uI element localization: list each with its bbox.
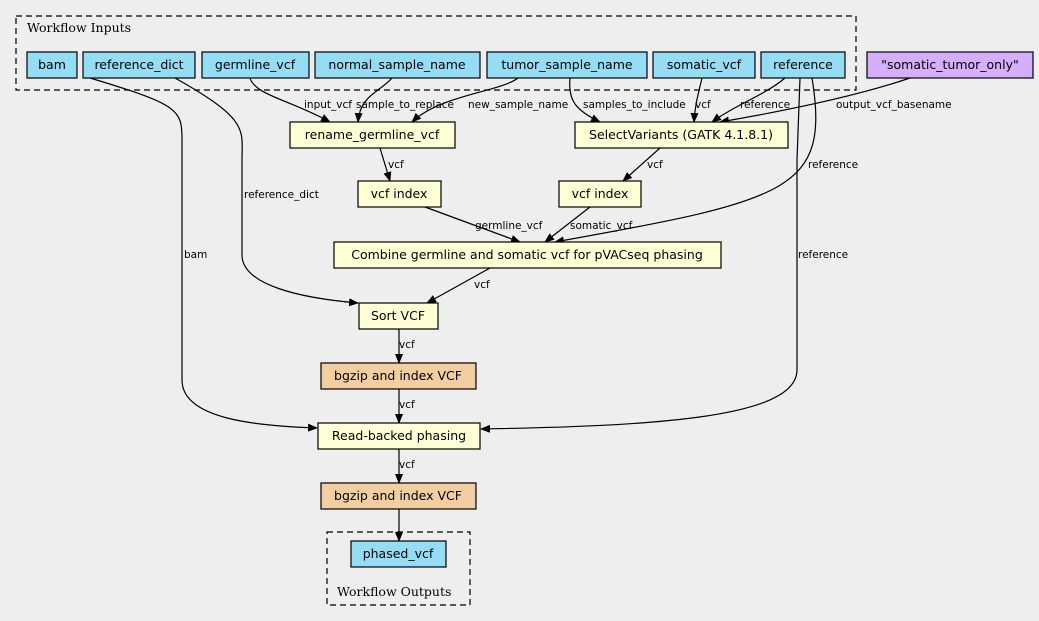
edge-germline-index-to-combine (424, 206, 521, 243)
edge-label-reference-dict: reference_dict (244, 189, 319, 201)
node-sort-vcf[interactable]: Sort VCF (358, 302, 439, 330)
edge-somatic-vcf-to-select (690, 77, 703, 123)
node-reference-dict[interactable]: reference_dict (82, 51, 196, 79)
edge-label-vcf-select-in: vcf (695, 99, 711, 111)
inputs-cluster-label: Workflow Inputs (27, 20, 131, 35)
edge-tumor-sample-to-rename (411, 77, 519, 123)
node-phased-vcf-label: phased_vcf (363, 546, 434, 561)
node-somatic-vcf-label: somatic_vcf (667, 57, 742, 72)
edge-label-input-vcf: input_vcf (304, 99, 352, 111)
node-germline-vcf-label: germline_vcf (215, 57, 296, 72)
edge-select-to-vcf-index (622, 147, 661, 182)
edge-label-vcf-bgzip1-out: vcf (399, 399, 415, 411)
node-normal-sample-name-label: normal_sample_name (328, 57, 466, 72)
node-reference-label: reference (773, 57, 833, 72)
edge-label-vcf-rename-out: vcf (388, 159, 404, 171)
node-vcf-index-germline-label: vcf index (371, 186, 428, 201)
node-read-backed-phasing-label: Read-backed phasing (332, 428, 466, 443)
node-reference[interactable]: reference (760, 51, 846, 79)
node-bgzip-1-label: bgzip and index VCF (334, 368, 462, 383)
node-germline-vcf[interactable]: germline_vcf (201, 51, 310, 79)
edge-label-reference-rbp: reference (798, 249, 848, 261)
node-bam-label: bam (38, 57, 66, 72)
node-somatic-tumor-only-label: "somatic_tumor_only" (881, 57, 1018, 72)
edge-rename-to-vcf-index (379, 147, 392, 182)
edge-somatic-index-to-combine (544, 206, 591, 243)
node-somatic-vcf[interactable]: somatic_vcf (652, 51, 756, 79)
node-select-variants[interactable]: SelectVariants (GATK 4.1.8.1) (574, 121, 789, 149)
edge-label-bam: bam (184, 249, 207, 261)
edge-reference-dict-to-sort (174, 77, 359, 307)
edge-combine-to-sort (426, 267, 491, 304)
node-bgzip-2[interactable]: bgzip and index VCF (320, 482, 477, 510)
edge-label-somatic-vcf: somatic_vcf (570, 220, 633, 232)
edge-label-output-vcf-basename: output_vcf_basename (836, 99, 952, 111)
edge-label-samples-to-include: samples_to_include (583, 99, 686, 111)
node-vcf-index-somatic[interactable]: vcf index (558, 180, 642, 208)
node-bam[interactable]: bam (26, 51, 78, 79)
inputs-cluster: Workflow Inputs (15, 15, 857, 91)
edge-label-sample-to-replace: sample_to_replace (356, 99, 454, 111)
edge-label-germline-vcf: germline_vcf (475, 220, 543, 232)
node-vcf-index-germline[interactable]: vcf index (357, 180, 442, 208)
node-select-variants-label: SelectVariants (GATK 4.1.8.1) (589, 127, 773, 142)
edge-tumor-sample-to-select (569, 77, 601, 123)
node-vcf-index-somatic-label: vcf index (572, 186, 629, 201)
edge-default-to-select (719, 77, 911, 125)
node-bgzip-1[interactable]: bgzip and index VCF (320, 362, 477, 390)
edge-label-vcf-sort-out: vcf (399, 339, 415, 351)
node-read-backed-phasing[interactable]: Read-backed phasing (317, 422, 481, 450)
edge-label-vcf-select-out: vcf (647, 159, 663, 171)
edges (89, 77, 911, 542)
node-somatic-tumor-only[interactable]: "somatic_tumor_only" (866, 51, 1034, 79)
node-normal-sample-name[interactable]: normal_sample_name (314, 51, 481, 79)
node-bgzip-2-label: bgzip and index VCF (334, 488, 462, 503)
edge-label-reference-combine: reference (808, 159, 858, 171)
node-tumor-sample-name[interactable]: tumor_sample_name (486, 51, 648, 79)
node-rename-germline-vcf-label: rename_germline_vcf (305, 127, 440, 142)
node-combine-label: Combine germline and somatic vcf for pVA… (351, 247, 703, 262)
edge-germline-vcf-to-rename (249, 77, 331, 123)
edge-label-vcf-combine-out: vcf (474, 279, 490, 291)
edge-label-reference-select: reference (740, 99, 790, 111)
outputs-cluster-label: Workflow Outputs (337, 584, 451, 599)
edge-reference-to-rbp (480, 77, 801, 433)
edge-labels: input_vcf sample_to_replace new_sample_n… (184, 99, 952, 471)
node-tumor-sample-name-label: tumor_sample_name (501, 57, 632, 72)
node-phased-vcf[interactable]: phased_vcf (350, 540, 447, 568)
node-sort-vcf-label: Sort VCF (371, 308, 425, 323)
edge-label-vcf-rbp-out: vcf (399, 459, 415, 471)
node-combine[interactable]: Combine germline and somatic vcf for pVA… (333, 241, 722, 269)
edge-reference-to-combine (554, 77, 817, 245)
edge-bam-to-rbp (89, 77, 318, 432)
node-reference-dict-label: reference_dict (94, 57, 183, 72)
node-rename-germline-vcf[interactable]: rename_germline_vcf (289, 121, 456, 149)
edge-label-new-sample-name: new_sample_name (468, 99, 568, 111)
edge-normal-sample-to-rename (354, 77, 393, 123)
